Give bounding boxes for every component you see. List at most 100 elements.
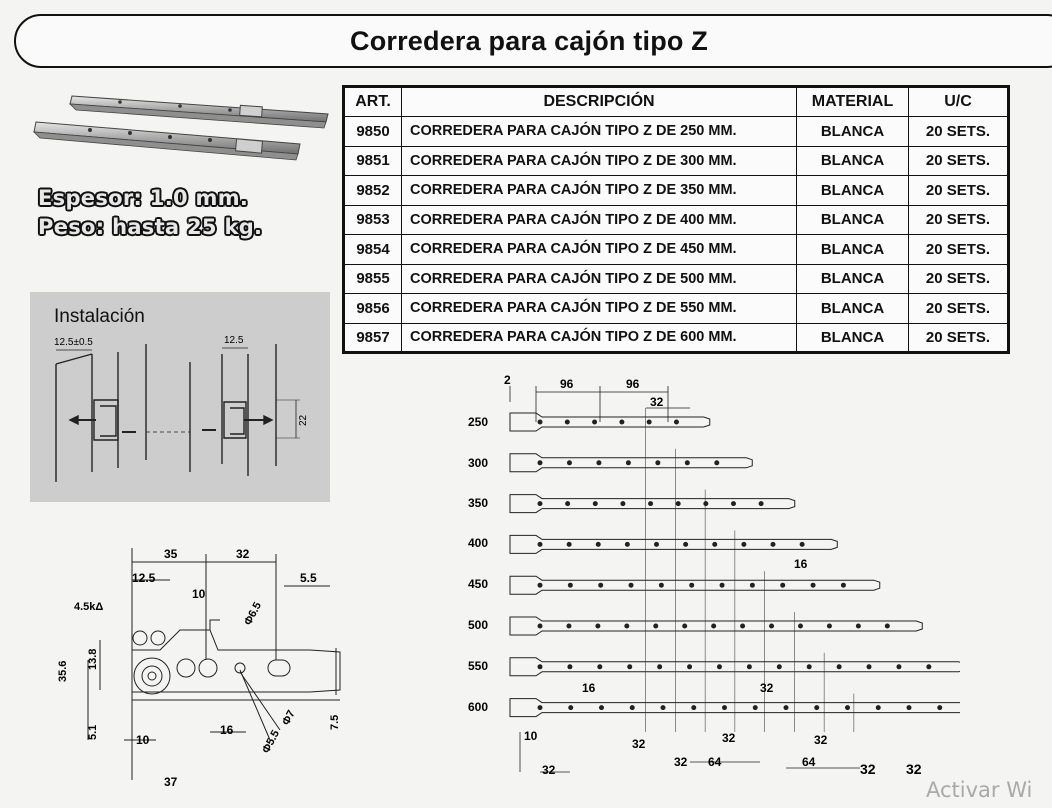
- rail-outline: [509, 575, 881, 595]
- rail-hole: [619, 419, 625, 425]
- rail-hole: [683, 541, 689, 547]
- rail-hole: [568, 705, 574, 711]
- cell-art: 9851: [343, 145, 402, 176]
- size-label: 450: [468, 577, 488, 591]
- cell-art: 9850: [343, 116, 402, 147]
- detail-dim-16: 16: [220, 723, 234, 737]
- bottom-dim-32d: 32: [674, 755, 688, 769]
- rail-hole: [598, 582, 604, 588]
- detail-dim-37: 37: [164, 775, 178, 789]
- size-label: 350: [468, 496, 488, 510]
- rail-hole: [826, 623, 832, 629]
- specs: Espesor: 1.0 mm. Peso: hasta 25 kg.: [38, 184, 262, 242]
- rail-outline: [509, 494, 796, 514]
- size-label: 550: [468, 659, 488, 673]
- rail-outline: [509, 534, 838, 554]
- cell-description: CORREDERA PARA CAJÓN TIPO Z DE 450 MM.: [401, 234, 797, 265]
- size-label: 600: [468, 700, 488, 714]
- bottom-dim-32e: 32: [814, 733, 828, 747]
- table-row: 9854 CORREDERA PARA CAJÓN TIPO Z DE 450 …: [343, 234, 1009, 265]
- rail-hole: [648, 501, 654, 507]
- rail-hole: [769, 623, 775, 629]
- installation-diagram: 12.5±0.5 12.5 22: [54, 335, 309, 482]
- rail-hole: [567, 582, 573, 588]
- rail-hole: [740, 623, 746, 629]
- rail-hole: [711, 623, 717, 629]
- bottom-dim-64a: 64: [708, 755, 722, 769]
- table-header-row: ART. DESCRIPCIÓN MATERIAL U/C: [343, 86, 1009, 117]
- rail-hole: [780, 582, 786, 588]
- rail-hole: [906, 705, 912, 711]
- table-row: 9857 CORREDERA PARA CAJÓN TIPO Z DE 600 …: [343, 322, 1009, 353]
- rail-hole: [866, 664, 872, 670]
- rail-hole: [703, 501, 709, 507]
- cell-uc: 20 SETS.: [908, 263, 1009, 294]
- rail-hole: [564, 419, 570, 425]
- header-art: ART.: [343, 86, 402, 117]
- install-dim-right: 12.5: [224, 335, 244, 346]
- detail-dim-5-5: 5.5: [300, 571, 317, 585]
- cell-material: BLANCA: [796, 204, 909, 235]
- cell-art: 9854: [343, 234, 402, 265]
- cell-description: CORREDERA PARA CAJÓN TIPO Z DE 400 MM.: [401, 204, 797, 235]
- rail-hole: [741, 541, 747, 547]
- rail-hole: [746, 664, 752, 670]
- title-banner: Corredera para cajón tipo Z: [14, 14, 1052, 68]
- rail-hole: [716, 664, 722, 670]
- rail-hole: [810, 582, 816, 588]
- cell-material: BLANCA: [796, 116, 909, 147]
- detail-dim-phi-5-5: Φ5.5: [260, 728, 282, 755]
- rail-hole: [749, 582, 755, 588]
- rail-hole: [655, 460, 661, 466]
- table-row: 9853 CORREDERA PARA CAJÓN TIPO Z DE 400 …: [343, 204, 1009, 235]
- rail-outline: [509, 412, 711, 432]
- size-label: 300: [468, 456, 488, 470]
- rail-hole: [691, 705, 697, 711]
- table-row: 9852 CORREDERA PARA CAJÓN TIPO Z DE 350 …: [343, 175, 1009, 206]
- install-dim-left: 12.5±0.5: [54, 337, 93, 348]
- rail-hole: [592, 419, 598, 425]
- bottom-dim-10: 10: [524, 729, 538, 743]
- cell-description: CORREDERA PARA CAJÓN TIPO Z DE 250 MM.: [401, 116, 797, 147]
- inner-dim-16b: 16: [582, 681, 596, 695]
- rail-hole: [719, 582, 725, 588]
- rail-hole: [770, 541, 776, 547]
- table-row: 9855 CORREDERA PARA CAJÓN TIPO Z DE 500 …: [343, 263, 1009, 294]
- rail-hole: [625, 460, 631, 466]
- cell-material: BLANCA: [796, 293, 909, 324]
- rail-hole: [654, 541, 659, 547]
- bottom-dim-32b: 32: [632, 737, 646, 751]
- table-row: 9850 CORREDERA PARA CAJÓN TIPO Z DE 250 …: [343, 116, 1009, 147]
- rail-hole: [537, 541, 543, 547]
- rail-hole: [840, 582, 846, 588]
- rail-hole: [624, 623, 630, 629]
- rail-hole: [566, 541, 572, 547]
- rail-hole: [592, 501, 598, 507]
- cell-uc: 20 SETS.: [908, 175, 1009, 206]
- rail-hole: [660, 705, 666, 711]
- cell-art: 9855: [343, 263, 402, 294]
- rail-hole: [599, 705, 604, 711]
- rail-hole: [799, 541, 805, 547]
- rail-hole: [595, 623, 601, 629]
- cell-description: CORREDERA PARA CAJÓN TIPO Z DE 350 MM.: [401, 175, 797, 206]
- detail-dim-5-1: 5.1: [87, 725, 99, 740]
- rail-hole: [537, 664, 543, 670]
- product-photo: [32, 95, 329, 161]
- rail-hole: [689, 582, 695, 588]
- header-material: MATERIAL: [796, 86, 909, 117]
- activation-watermark: Activar Wi: [926, 778, 1033, 802]
- rail-hole: [537, 582, 543, 588]
- installation-label: Instalación: [54, 306, 145, 327]
- rail-hole: [722, 705, 727, 711]
- bottom-dim-32a: 32: [542, 763, 556, 777]
- product-table: ART. DESCRIPCIÓN MATERIAL U/C 9850 CORRE…: [342, 85, 1010, 354]
- size-label: 250: [468, 415, 488, 429]
- rail-hole: [537, 419, 543, 425]
- rail-hole: [797, 623, 803, 629]
- rail-hole: [758, 501, 764, 507]
- installation-panel: Instalación: [30, 292, 330, 502]
- table-row: 9851 CORREDERA PARA CAJÓN TIPO Z DE 300 …: [343, 145, 1009, 176]
- detail-dim-4-5k: 4.5kΔ: [74, 601, 103, 613]
- cell-description: CORREDERA PARA CAJÓN TIPO Z DE 300 MM.: [401, 145, 797, 176]
